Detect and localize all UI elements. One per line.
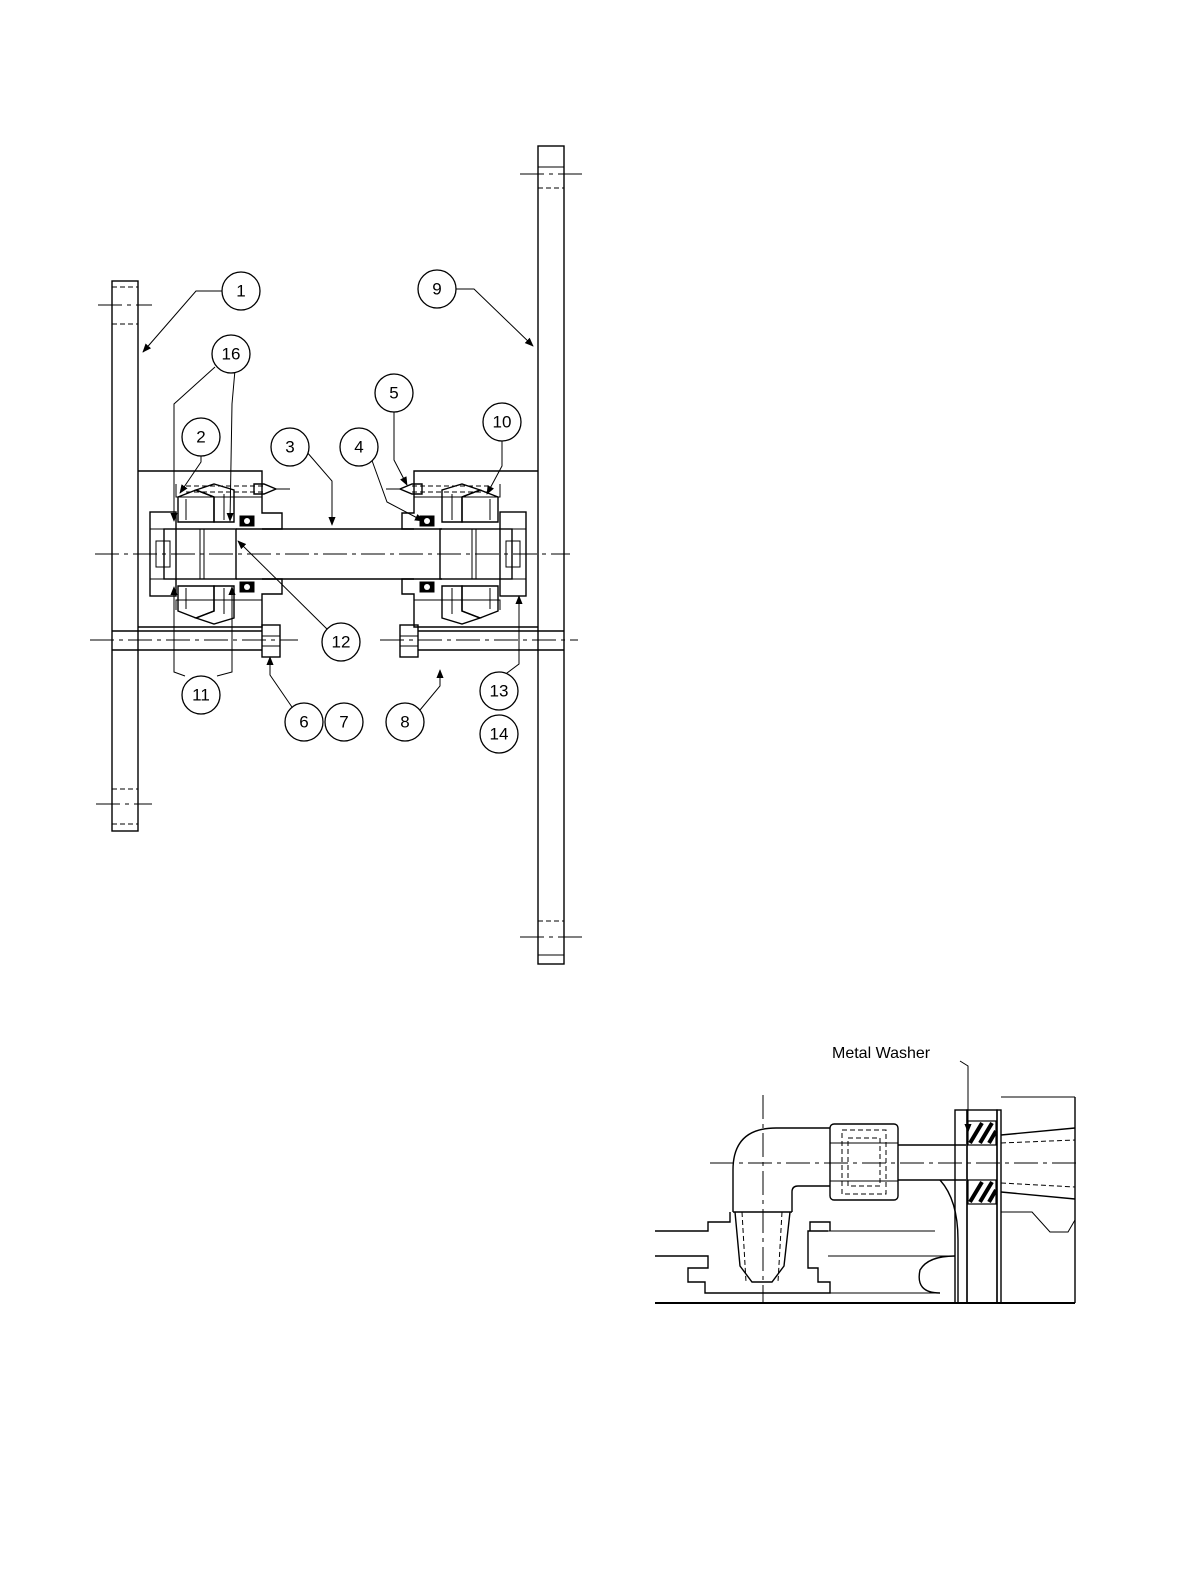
left-bearing-housing	[138, 471, 290, 627]
callout-2: 2	[182, 418, 220, 456]
callout-10: 10	[483, 403, 521, 441]
callout-9: 9	[418, 270, 456, 308]
callout-11: 11	[182, 676, 220, 714]
callout-4: 4	[340, 428, 378, 466]
callout-11-label: 11	[192, 686, 210, 705]
washer-hatch-bottom	[970, 1182, 996, 1202]
callout-3: 3	[271, 428, 309, 466]
callout-9-label: 9	[432, 280, 441, 299]
right-bearing-housing	[386, 471, 538, 627]
callout-2-label: 2	[196, 428, 205, 447]
callout-1-label: 1	[236, 282, 245, 301]
callout-12-label: 12	[332, 633, 351, 652]
callout-12: 12	[322, 623, 360, 661]
callout-14: 14	[480, 715, 518, 753]
callout-14-label: 14	[490, 725, 509, 744]
callout-16: 16	[212, 335, 250, 373]
bearing-assembly-view: 1 2 3 4 5 6 7 8 9 10 11 12 13 14 16	[90, 146, 582, 964]
right-flange	[520, 146, 582, 964]
callout-13-label: 13	[490, 682, 509, 701]
callout-10-label: 10	[493, 413, 512, 432]
callout-5: 5	[375, 374, 413, 412]
callout-7-label: 7	[339, 713, 348, 732]
callout-5-label: 5	[389, 384, 398, 403]
metal-washer-detail-view: Metal Washer	[655, 1045, 1078, 1303]
callout-8: 8	[386, 703, 424, 741]
callout-13: 13	[480, 672, 518, 710]
callout-16-label: 16	[222, 345, 241, 364]
left-flange	[96, 281, 152, 831]
washer-hatch-top	[970, 1123, 996, 1143]
callout-7: 7	[325, 703, 363, 741]
metal-washer-label: Metal Washer	[832, 1045, 931, 1062]
callout-6-label: 6	[299, 713, 308, 732]
callout-6: 6	[285, 703, 323, 741]
callout-1: 1	[222, 272, 260, 310]
callout-8-label: 8	[400, 713, 409, 732]
callout-3-label: 3	[285, 438, 294, 457]
callout-4-label: 4	[354, 438, 363, 457]
